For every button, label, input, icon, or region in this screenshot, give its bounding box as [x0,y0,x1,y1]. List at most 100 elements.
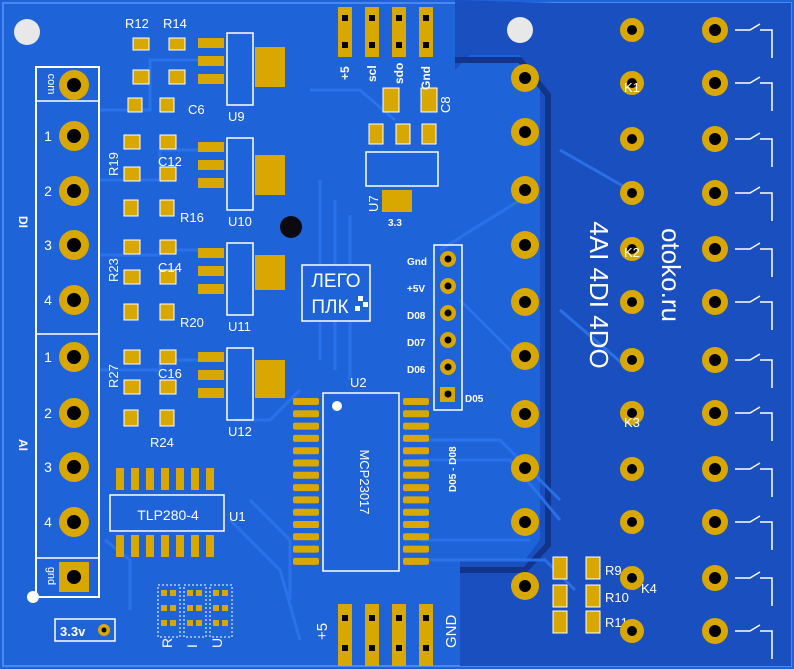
io-pad-hole [444,336,452,344]
u2-pad [403,471,429,479]
u2-pad [403,496,429,504]
relay-contact-hole [627,626,637,636]
terminal-1b-label: 1 [44,349,52,365]
u12-label: U12 [228,424,252,439]
terminal-1-label: 1 [44,128,52,144]
relay-switch-symbol [735,295,773,330]
r12-label: R12 [125,16,149,31]
u1-label: U1 [229,509,246,524]
output-terminal-hole [709,625,721,637]
jumper-pin [213,620,219,626]
terminal-gnd-label: gnd [45,567,57,585]
io-pin-d07: D07 [407,338,426,349]
u2-pad [293,496,319,504]
r10-label: R10 [605,590,629,605]
r9-label: R9 [605,563,622,578]
u2-pad [293,557,319,565]
relay-switch-symbol [735,571,773,606]
supply-tag: 3.3v [54,618,116,642]
relay-coil-hole [519,72,531,84]
r19-label: R19 [106,152,121,176]
logo-line-1: ЛЕГО [311,271,360,292]
output-terminal-hole [709,407,721,419]
u2-pad [403,533,429,541]
relay-contact-hole [627,573,637,583]
jumper-letter-u: U [209,638,225,648]
relay-switch-symbol [735,406,773,441]
relay-switch-symbol [735,23,773,58]
relay-isolation-slot [455,57,551,573]
u2-pad [403,484,429,492]
jumper-letter-i: I [184,644,200,648]
u2-pad [403,434,429,442]
jumper-pin [170,620,176,626]
relay-coil-hole [519,296,531,308]
terminal-2-label: 2 [44,183,52,199]
jumper-pin [187,620,193,626]
r16-label: R16 [180,210,204,225]
u2-pad [293,398,319,405]
relay-switch-symbol [735,353,773,388]
output-terminal-hole [709,296,721,308]
u2-pad [403,447,429,455]
jumper-pin [196,590,202,596]
terminal-3b-label: 3 [44,459,52,475]
io-pin-5v: +5V [407,284,425,295]
relay-switch-symbol [735,186,773,221]
logo-line-2: ПЛК [311,297,348,318]
relay-k2-label: K2 [624,245,640,260]
terminal-2b-label: 2 [44,405,52,421]
jumper-pin [213,590,219,596]
io-header-caption: D05 - D08 [448,446,459,492]
u2-pad [293,447,319,455]
jumper-pin [222,605,228,611]
io-pin-d08: D08 [407,311,426,322]
output-terminal-hole [709,572,721,584]
u2-pad [293,459,319,467]
relay-coil-hole [519,350,531,362]
u2-pad [293,434,319,442]
relay-coil-hole [519,239,531,251]
c12-label: C12 [158,154,182,169]
r23-label: R23 [106,258,121,282]
u2-pad [403,410,429,418]
board-subtitle: 4AI 4DI 4DO [584,221,614,368]
jumper-pin [161,605,167,611]
jumper-pin [196,620,202,626]
r24-label: R24 [150,435,174,450]
c14-label: C14 [158,260,182,275]
u1-part-label: TLP280-4 [137,507,199,523]
u2-pad [293,545,319,553]
relay-switch-symbols [735,23,773,659]
relay-contact-hole [627,297,637,307]
c16-label: C16 [158,366,182,381]
relay-contact-hole [627,244,637,254]
mounting-hole [507,17,533,43]
jumper-pin [187,590,193,596]
u2-pad [403,521,429,528]
r27-label: R27 [106,364,121,388]
io-pad-hole [444,255,452,263]
relay-k4-label: K4 [641,581,657,596]
output-terminal-hole [709,463,721,475]
relay-k1-label: K1 [624,80,640,95]
io-header: Gnd +5V D08 D07 D06 D05 D05 - D08 [407,244,484,492]
output-terminal-hole [709,354,721,366]
u2-pad [403,422,429,430]
top-header: +5 scl sdo Gnd [338,7,433,90]
u2-label: U2 [350,375,367,390]
relay-switch-symbol [735,76,773,111]
top-header-scl: scl [365,65,379,82]
output-terminal-hole [709,133,721,145]
jumper-pin [161,590,167,596]
u2-pad [293,471,319,479]
terminal-4b-label: 4 [44,514,52,530]
u2-pad [403,459,429,467]
jumper-pin [196,605,202,611]
relay-contact-hole [627,408,637,418]
io-pad-hole [444,309,452,317]
mounting-hole [280,216,302,238]
u9-label: U9 [228,109,245,124]
u2-pad [293,484,319,492]
